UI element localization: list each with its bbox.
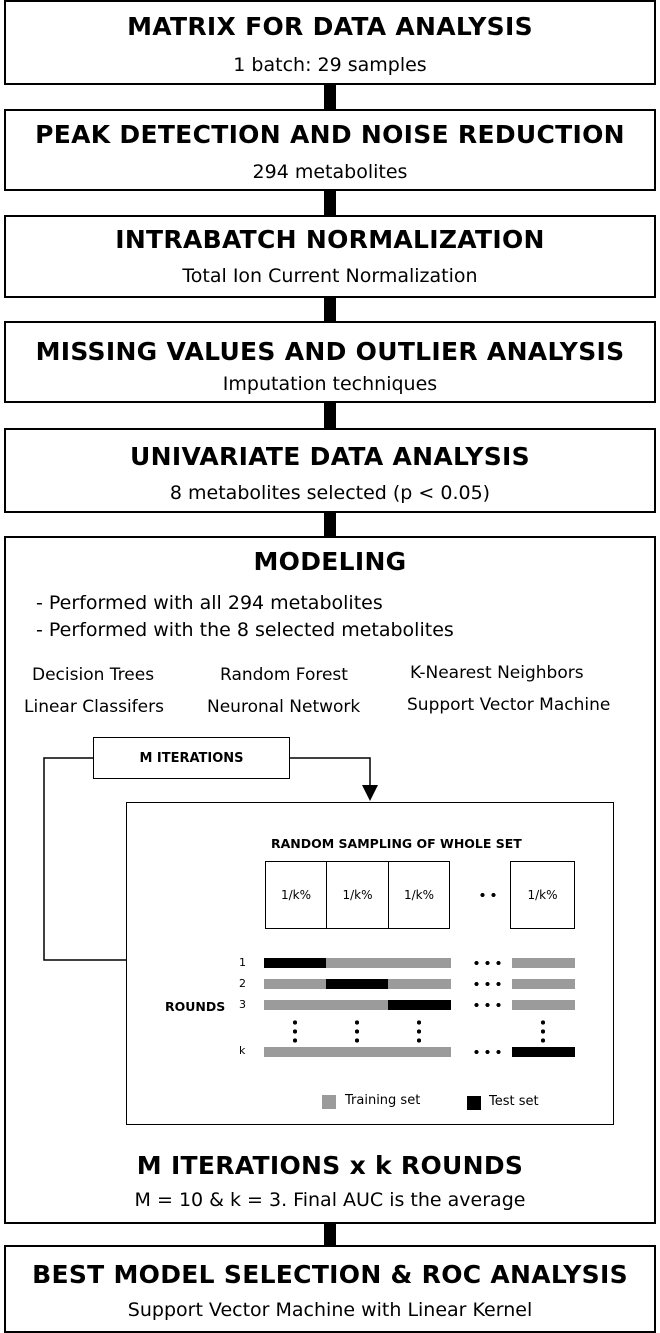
step-subtitle: Total Ion Current Normalization <box>182 265 478 287</box>
round-1-last-segment <box>512 958 575 968</box>
step-title: MISSING VALUES AND OUTLIER ANALYSIS <box>35 337 625 366</box>
step-subtitle: 8 metabolites selected (p < 0.05) <box>169 482 491 504</box>
vertical-ellipsis-3 <box>417 1018 421 1046</box>
legend-test-swatch <box>467 1096 481 1110</box>
step-title: INTRABATCH NORMALIZATION <box>115 225 545 254</box>
round-number: 2 <box>239 977 246 990</box>
step-subtitle: Imputation techniques <box>222 373 438 395</box>
round-2-last-segment <box>512 979 575 989</box>
modeling-title: MODELING <box>253 547 407 576</box>
legend-training-swatch <box>322 1095 336 1109</box>
fold-label: 1/k% <box>403 888 435 902</box>
rounds-label: ROUNDS <box>165 999 226 1014</box>
iteration-arrow-head <box>362 785 378 801</box>
step-box-normalization: INTRABATCH NORMALIZATION Total Ion Curre… <box>4 215 656 298</box>
round-k-test-segment <box>512 1047 575 1057</box>
algorithm-neural-network: Neuronal Network <box>207 697 361 717</box>
modeling-bullet-all: - Performed with all 294 metabolites <box>36 592 383 614</box>
connector-4 <box>324 402 336 429</box>
final-subtitle: Support Vector Machine with Linear Kerne… <box>127 1299 533 1321</box>
legend-training-label: Training set <box>345 1093 421 1108</box>
m-iterations-box: M ITERATIONS <box>93 737 290 779</box>
fold-label: 1/k% <box>342 888 373 902</box>
algorithm-random-forest: Random Forest <box>220 665 348 685</box>
round-number: 3 <box>239 998 246 1011</box>
modeling-bullet-selected: - Performed with the 8 selected metaboli… <box>36 619 454 641</box>
sampling-title: RANDOM SAMPLING OF WHOLE SET <box>271 836 522 851</box>
step-title: UNIVARIATE DATA ANALYSIS <box>130 442 530 471</box>
fold-box-3: 1/k% <box>388 861 450 929</box>
round-2-test-segment <box>326 979 388 989</box>
fold-ellipsis <box>477 893 499 897</box>
connector-2 <box>324 190 336 216</box>
round-3-test-segment <box>388 1000 451 1010</box>
fold-label: 1/k% <box>280 888 312 902</box>
round-k-ellipsis <box>471 1050 504 1054</box>
round-2-training-segment-a <box>264 979 326 989</box>
step-subtitle: 294 metabolites <box>252 161 408 183</box>
step-title: MATRIX FOR DATA ANALYSIS <box>127 12 533 41</box>
round-1-ellipsis <box>471 961 504 965</box>
step-box-missing-values: MISSING VALUES AND OUTLIER ANALYSIS Impu… <box>4 321 656 403</box>
round-3-training-segment <box>264 1000 388 1010</box>
algorithm-linear: Linear Classifers <box>24 697 164 717</box>
step-box-matrix: MATRIX FOR DATA ANALYSIS 1 batch: 29 sam… <box>4 0 656 85</box>
algorithm-svm: Support Vector Machine <box>407 695 611 715</box>
round-3-ellipsis <box>471 1003 504 1007</box>
vertical-ellipsis-1 <box>293 1018 297 1046</box>
fold-box-2: 1/k% <box>326 861 389 929</box>
vertical-ellipsis-k <box>541 1018 545 1046</box>
round-number: 1 <box>239 956 246 969</box>
step-subtitle: 1 batch: 29 samples <box>233 54 427 76</box>
connector-3 <box>324 297 336 322</box>
m-iterations-label: M ITERATIONS <box>139 750 244 766</box>
fold-box-1: 1/k% <box>265 861 327 929</box>
connector-6 <box>324 1223 336 1246</box>
step-box-peak-detection: PEAK DETECTION AND NOISE REDUCTION 294 m… <box>4 109 656 191</box>
summary-title: M ITERATIONS x k ROUNDS <box>136 1151 524 1180</box>
connector-5 <box>324 512 336 537</box>
round-1-test-segment <box>264 958 326 968</box>
round-k-training-segment <box>264 1047 451 1057</box>
fold-box-k: 1/k% <box>510 861 575 929</box>
round-1-training-segment <box>326 958 451 968</box>
round-2-ellipsis <box>471 982 504 986</box>
summary-text: M = 10 & k = 3. Final AUC is the average <box>134 1189 526 1211</box>
step-box-univariate: UNIVARIATE DATA ANALYSIS 8 metabolites s… <box>4 428 656 513</box>
step-box-final: BEST MODEL SELECTION & ROC ANALYSIS Supp… <box>4 1245 656 1333</box>
round-3-last-segment <box>512 1000 575 1010</box>
final-title: BEST MODEL SELECTION & ROC ANALYSIS <box>32 1260 628 1289</box>
algorithm-knn: K-Nearest Neighbors <box>410 663 584 683</box>
algorithm-decision-trees: Decision Trees <box>32 665 155 685</box>
step-title: PEAK DETECTION AND NOISE REDUCTION <box>35 120 625 149</box>
fold-label: 1/k% <box>527 888 558 902</box>
round-2-training-segment-b <box>388 979 451 989</box>
vertical-ellipsis-2 <box>355 1018 359 1046</box>
connector-1 <box>324 84 336 110</box>
legend-test-label: Test set <box>489 1094 539 1109</box>
round-number: k <box>239 1044 246 1057</box>
